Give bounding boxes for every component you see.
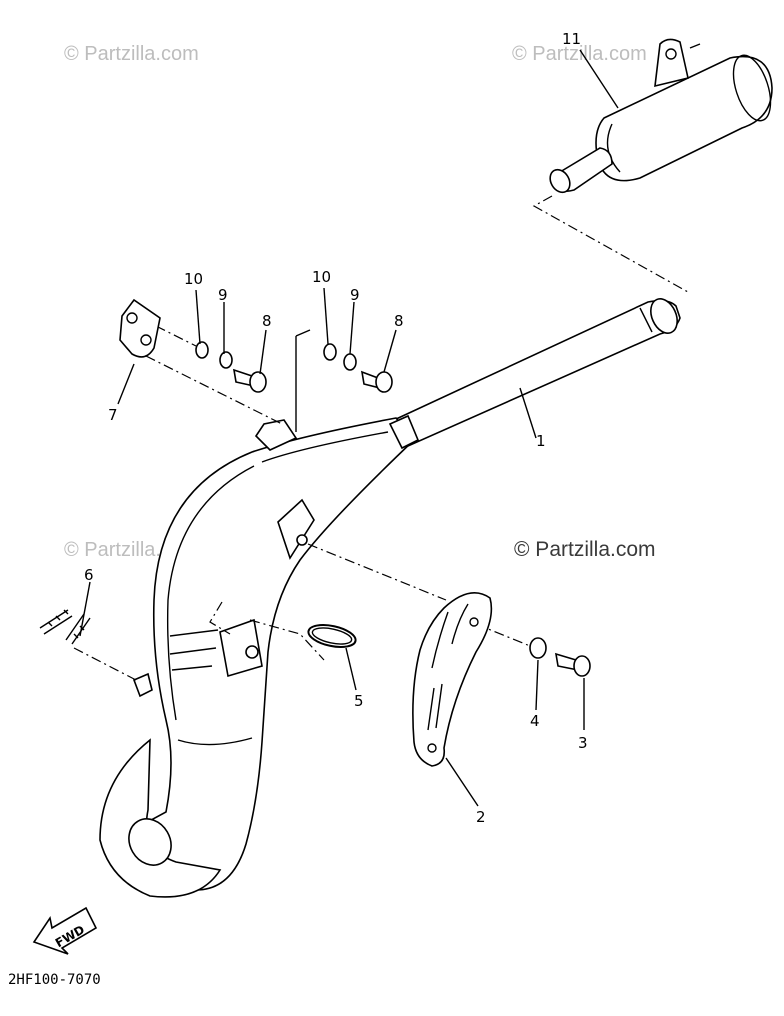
clamp-plate-part bbox=[119, 298, 161, 358]
callout-8-right: 8 bbox=[394, 312, 404, 330]
hardware-group-left bbox=[195, 341, 267, 393]
connection-line-clamp-bolt bbox=[155, 325, 197, 347]
callout-7: 7 bbox=[108, 406, 118, 424]
heat-guard-part bbox=[412, 592, 493, 767]
guard-hardware bbox=[529, 637, 591, 677]
leader-lines bbox=[79, 49, 619, 807]
callout-9-left: 9 bbox=[218, 286, 228, 304]
springs-part bbox=[39, 609, 91, 645]
callout-1: 1 bbox=[536, 432, 546, 450]
silencer-part bbox=[549, 38, 773, 194]
diagram-code: 2HF100-7070 bbox=[8, 972, 101, 988]
washer-9-right bbox=[343, 353, 357, 371]
callout-3: 3 bbox=[578, 734, 588, 752]
connection-line-spring bbox=[73, 647, 137, 681]
callout-11: 11 bbox=[562, 30, 581, 48]
watermark-top-left: © Partzilla.com bbox=[64, 43, 199, 65]
gasket-part bbox=[307, 624, 357, 648]
nut-10-left bbox=[195, 341, 209, 359]
connection-line-gasket bbox=[209, 601, 325, 661]
exhaust-pipe-part bbox=[99, 298, 681, 898]
watermark-mid-right: © Partzilla.com bbox=[514, 538, 656, 561]
callout-9-right: 9 bbox=[350, 286, 360, 304]
callout-6: 6 bbox=[84, 566, 94, 584]
washer-4 bbox=[529, 637, 547, 659]
callout-8-left: 8 bbox=[262, 312, 272, 330]
callout-10-left: 10 bbox=[184, 270, 203, 288]
connection-line-silencer bbox=[532, 195, 689, 293]
callout-2: 2 bbox=[476, 808, 486, 826]
forward-direction-arrow: FWD bbox=[32, 906, 98, 955]
washer-9-left bbox=[219, 351, 233, 369]
nut-10-right bbox=[323, 343, 337, 361]
callout-5: 5 bbox=[354, 692, 364, 710]
callout-4: 4 bbox=[530, 712, 540, 730]
connection-line-clamp bbox=[145, 355, 283, 425]
watermark-top-right: © Partzilla.com bbox=[512, 43, 647, 65]
callout-10-right: 10 bbox=[312, 268, 331, 286]
hardware-group-right bbox=[323, 343, 393, 393]
